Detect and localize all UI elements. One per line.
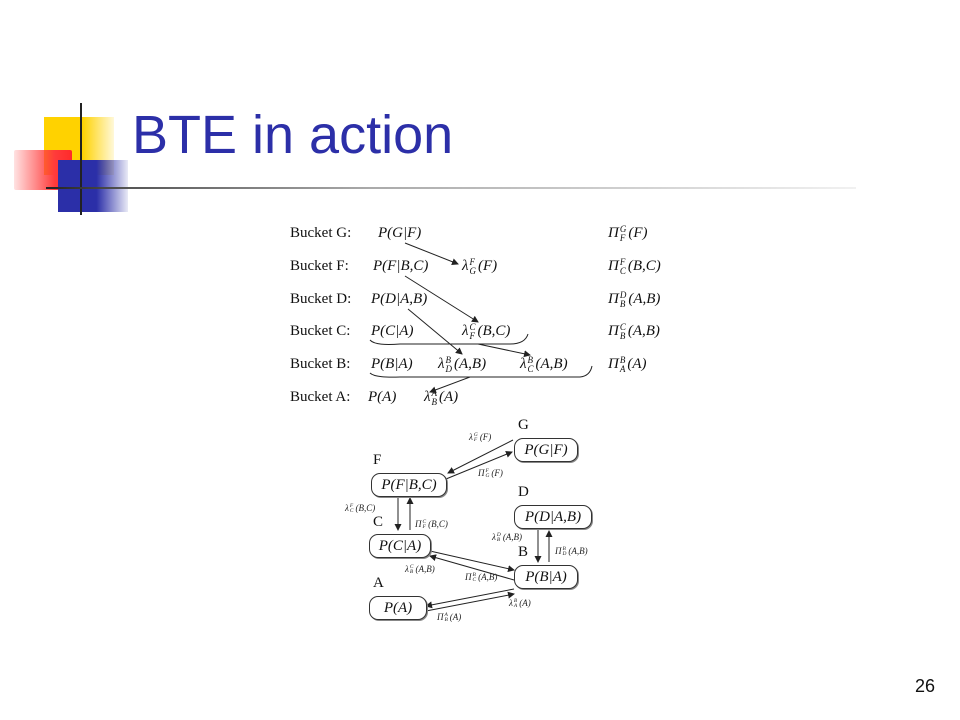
underline-bucket-b: [369, 365, 593, 378]
title-ornament-blue: [58, 160, 128, 212]
node-label-g: G: [518, 417, 529, 433]
edge-c-b-lambda: [429, 550, 515, 573]
arrow-b-to-a: [429, 376, 471, 394]
title-underline: [46, 187, 856, 189]
edge-c-b-pi: [429, 554, 515, 581]
tree-node-a: P(A): [369, 596, 427, 620]
node-label-c: C: [373, 514, 384, 530]
tree-node-c: P(C|A): [369, 534, 431, 558]
tree-node-d: P(D|A,B): [514, 505, 592, 529]
bucket-d-fn-0: P(D|A,B): [371, 291, 428, 307]
bucket-label-f: Bucket F:: [290, 258, 349, 274]
bucket-b-fn-0: P(B|A): [371, 356, 413, 372]
bucket-label-a: Bucket A:: [290, 389, 351, 405]
bucket-label-c: Bucket C:: [290, 323, 351, 339]
edge-b-a-pi: [425, 591, 515, 612]
tree-node-g: P(G|F): [514, 438, 578, 462]
edge-g-f-pi: [445, 451, 513, 480]
page-number: 26: [914, 676, 935, 696]
tree-node-f: P(F|B,C): [371, 473, 447, 497]
title-ornament-vertical-line: [80, 103, 82, 215]
edge-b-a-lambda: [425, 588, 515, 609]
arrow-f-to-c: [404, 275, 479, 323]
arrow-g-to-f: [404, 242, 459, 266]
bucket-label-g: Bucket G:: [290, 225, 352, 241]
slide-title: BTE in action: [132, 105, 454, 165]
node-label-a: A: [373, 575, 384, 591]
bucket-label-b: Bucket B:: [290, 356, 351, 372]
arrow-c-to-b: [477, 343, 531, 358]
underline-bucket-c: [369, 333, 529, 345]
bucket-g-fn-0: P(G|F): [378, 225, 422, 241]
edge-g-f-lambda: [447, 439, 514, 474]
node-label-d: D: [518, 484, 529, 500]
bucket-c-fn-0: P(C|A): [371, 323, 414, 339]
bucket-label-d: Bucket D:: [290, 291, 352, 307]
tree-node-b: P(B|A): [514, 565, 578, 589]
arrow-d-to-b: [407, 308, 463, 355]
node-label-f: F: [373, 452, 382, 468]
bucket-f-fn-0: P(F|B,C): [373, 258, 429, 274]
bucket-a-fn-0: P(A): [368, 389, 397, 405]
node-label-b: B: [518, 544, 529, 560]
